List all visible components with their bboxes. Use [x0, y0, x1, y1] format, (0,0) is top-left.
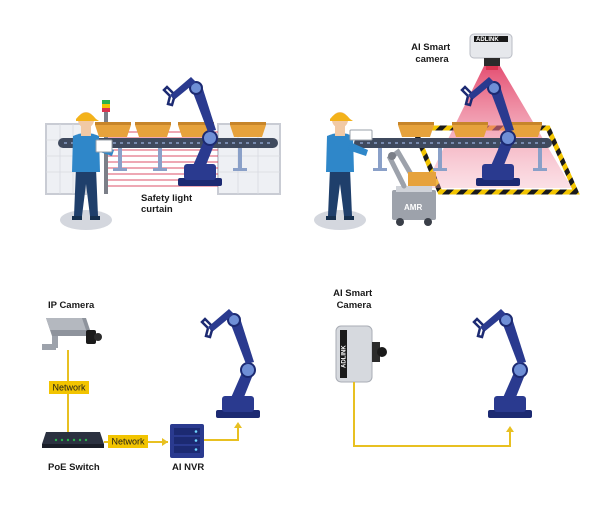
robot-arm [200, 307, 262, 420]
label-safety-light-curtain: Safety light curtain [141, 193, 195, 215]
link-camera-robot [353, 382, 511, 447]
arrow-head [234, 422, 242, 428]
camera-detection-beam [424, 66, 572, 188]
panel-ai-smart-camera-amr: ADLINK AMR AI Smart [314, 33, 580, 230]
network-tag-1-text: Network [52, 383, 86, 393]
package-box [230, 122, 266, 137]
arrow-head [162, 438, 168, 446]
label-ai-nvr: AI NVR [172, 462, 204, 473]
package-box [95, 122, 131, 137]
tablet-icon [349, 129, 373, 141]
safety-fence-right [217, 123, 281, 195]
network-tag-1 [49, 381, 89, 394]
amr-robot: AMR [386, 148, 436, 226]
signal-light-red [102, 108, 110, 112]
network-tag-2-text: Network [111, 437, 145, 447]
network-tag-2 [108, 435, 148, 448]
package-box [398, 122, 434, 137]
package-box [135, 122, 171, 137]
clipboard-icon [95, 139, 113, 153]
amr-label: AMR [404, 203, 422, 212]
label-ai-smart-camera-top: AI Smart camera [411, 42, 453, 65]
panel-ip-camera-network: IP Camera Network PoE Switch [42, 300, 262, 473]
arrow-head [506, 426, 514, 432]
ai-nvr-icon [170, 424, 204, 458]
camera-brand-text: ADLINK [342, 345, 348, 368]
signal-light-green [102, 100, 110, 104]
label-ai-smart-camera-bottom: AI Smart Camera [333, 288, 375, 311]
signal-light-yellow [102, 104, 110, 108]
panel-ai-smart-camera-direct: AI Smart Camera ADLINK [333, 288, 534, 447]
ai-smart-camera-ceiling: ADLINK [469, 33, 513, 70]
camera-brand-text: ADLINK [476, 37, 499, 43]
panel-safety-light-curtain: Safety light curtain [45, 75, 281, 230]
package-box [452, 122, 488, 137]
link-nvr-robot [204, 424, 239, 441]
robot-arm [472, 307, 534, 420]
ai-smart-camera-icon: ADLINK [335, 325, 387, 383]
label-poe-switch: PoE Switch [48, 462, 100, 473]
poe-switch-icon [42, 432, 104, 448]
ip-camera-icon [42, 318, 102, 350]
label-ip-camera: IP Camera [48, 300, 95, 311]
conveyor-1 [58, 138, 278, 171]
